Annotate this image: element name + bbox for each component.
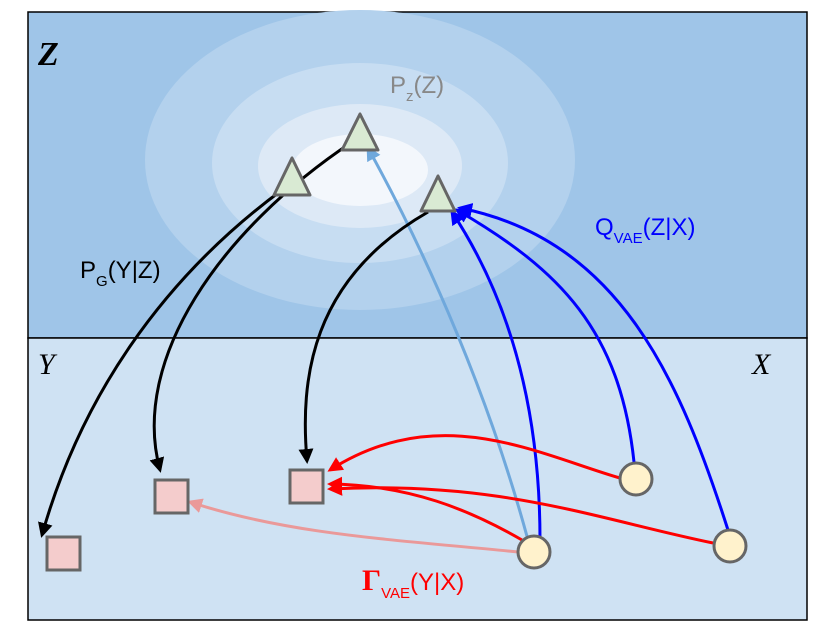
input-circle-3 — [712, 528, 748, 564]
mapping-arrow-3 — [327, 480, 714, 545]
input-circle-2 — [516, 534, 552, 570]
latent-triangle-3 — [419, 174, 457, 213]
encoder-arrow-light — [366, 145, 530, 541]
mapping-arrow-light — [187, 498, 519, 554]
generator-label: PG(Y|Z) — [80, 257, 161, 290]
output-square-3 — [288, 468, 325, 505]
output-square-1 — [45, 535, 82, 572]
generator-arrow-1 — [38, 188, 283, 538]
x-region-label: X — [751, 348, 772, 381]
encoder-arrow-2 — [454, 208, 636, 463]
input-circle-1 — [618, 461, 654, 497]
latent-triangle-2 — [340, 112, 380, 152]
encoder-arrow-3 — [457, 203, 730, 531]
generator-arrow-3 — [298, 210, 429, 464]
mapping-label: ΓVAE(Y|X) — [362, 564, 464, 602]
prior-label: Pz(Z) — [390, 72, 444, 105]
output-square-2 — [153, 478, 190, 515]
mapping-arrow-2 — [327, 476, 523, 542]
mapping-arrow-1 — [327, 434, 621, 480]
latent-triangle-1 — [272, 156, 312, 197]
encoder-arrow-1 — [450, 209, 542, 541]
encoder-label: QVAE(Z|X) — [595, 214, 695, 247]
prior-contour-core — [292, 134, 428, 206]
z-region-label: Z — [37, 36, 59, 73]
y-region-label: Y — [38, 348, 58, 381]
